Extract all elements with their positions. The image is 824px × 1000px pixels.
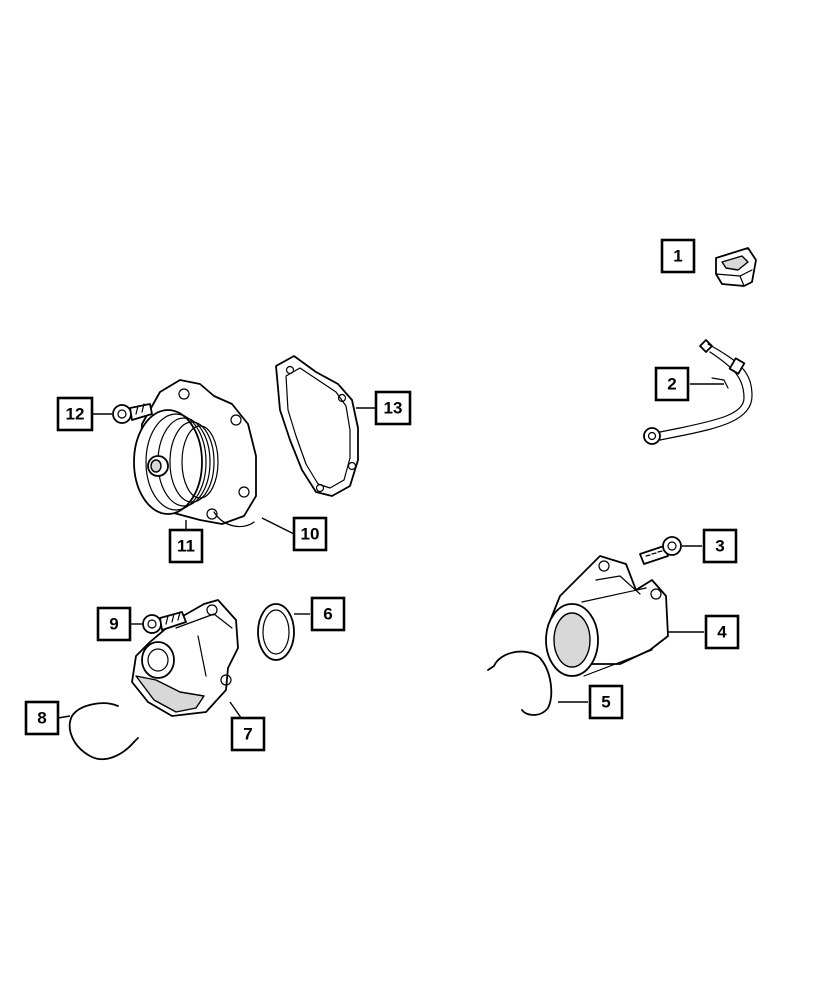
callout-11: 11 [168, 528, 204, 564]
callout-2-label: 2 [667, 375, 676, 394]
part-8-spring-clip [68, 702, 139, 761]
callout-1: 1 [660, 238, 696, 274]
part-11-water-pump [133, 379, 257, 525]
part-6-o-ring [257, 603, 295, 661]
part-4-housing [545, 555, 669, 677]
callout-12: 12 [56, 396, 94, 432]
callout-6: 6 [310, 596, 346, 632]
leader-8 [57, 715, 71, 719]
part-3-bolt [639, 536, 682, 565]
callout-9: 9 [96, 606, 132, 642]
part-7-outlet-housing [131, 599, 239, 717]
part-9-bolt [142, 611, 187, 634]
callout-8-label: 8 [37, 709, 46, 728]
callout-7-label: 7 [243, 725, 252, 744]
callout-11-label: 11 [177, 537, 195, 556]
callout-5: 5 [588, 684, 624, 720]
part-10-gasket [213, 511, 255, 528]
callout-12-label: 12 [66, 405, 85, 424]
callout-13-label: 13 [384, 399, 403, 418]
part-12-bolt [112, 403, 153, 424]
callout-6-label: 6 [323, 605, 332, 624]
callout-8: 8 [24, 700, 60, 736]
callout-4-label: 4 [717, 623, 727, 642]
callout-5-label: 5 [601, 693, 610, 712]
callout-3-label: 3 [715, 537, 724, 556]
callout-7: 7 [230, 716, 266, 752]
callout-9-label: 9 [109, 615, 118, 634]
callout-4: 4 [704, 614, 740, 650]
part-2-tube [643, 339, 753, 445]
callout-3: 3 [702, 528, 738, 564]
callout-10: 10 [292, 516, 328, 552]
part-1-clip [715, 247, 757, 287]
part-5-wire-clip [487, 650, 553, 716]
callout-2: 2 [654, 366, 690, 402]
leader-10 [261, 517, 295, 535]
part-13-gasket [275, 355, 359, 497]
callout-13: 13 [374, 390, 412, 426]
callout-1-label: 1 [673, 247, 682, 266]
callout-10-label: 10 [301, 525, 320, 544]
